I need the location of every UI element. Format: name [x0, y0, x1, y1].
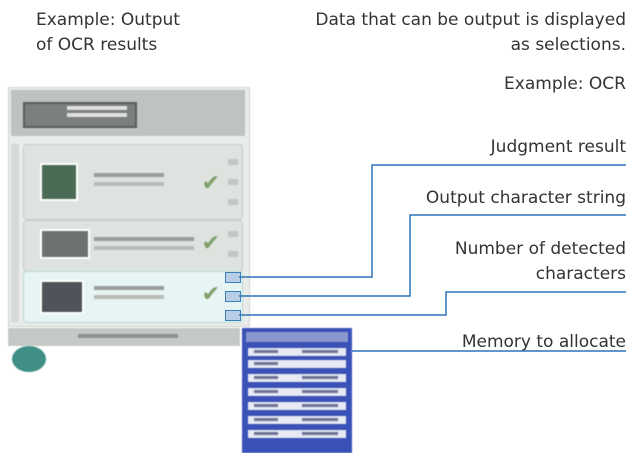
- row-option[interactable]: [228, 179, 238, 185]
- tool-thumbnail: [40, 229, 90, 259]
- tool-text-placeholder: [94, 237, 194, 241]
- run-button[interactable]: [12, 346, 46, 372]
- memory-list-item[interactable]: [248, 416, 346, 424]
- example-ocr-label: Example: OCR: [504, 74, 626, 94]
- memory-list-item[interactable]: [248, 388, 346, 396]
- description-text: Data that can be output is displayed as …: [315, 10, 626, 55]
- panel-side-tab: [11, 144, 19, 322]
- row-option[interactable]: [228, 231, 238, 237]
- panel-header: [11, 90, 245, 136]
- memory-list-item[interactable]: [248, 430, 346, 438]
- memory-list-item[interactable]: [248, 402, 346, 410]
- header-text-placeholder: [67, 106, 127, 110]
- tool-thumbnail: [40, 163, 78, 201]
- tool-text-placeholder: [94, 173, 164, 177]
- memory-list-header: [246, 332, 348, 342]
- footer-text-placeholder: [78, 334, 178, 338]
- memory-label: Memory to allocate: [461, 332, 626, 352]
- output-string-selection[interactable]: [225, 291, 241, 302]
- tool-row[interactable]: ✔: [23, 144, 243, 220]
- memory-list-panel: [242, 328, 352, 453]
- memory-list-item[interactable]: [248, 374, 346, 382]
- judgment-result-label: Judgment result: [490, 137, 626, 157]
- detected-count-connector: [239, 291, 626, 316]
- output-string-label: Output character string: [425, 188, 626, 208]
- detected-count-label: Number of detected characters: [454, 239, 626, 284]
- ocr-tool-panel: ✔ ✔ ✔: [8, 87, 250, 327]
- check-icon: ✔: [201, 231, 220, 256]
- panel-footer-bar: [8, 328, 240, 346]
- tool-row[interactable]: ✔: [23, 220, 243, 272]
- example-caption: Example: Output of OCR results: [36, 10, 180, 55]
- row-option[interactable]: [228, 159, 238, 165]
- ocr-thumbnail: [40, 280, 84, 314]
- memory-list-item[interactable]: [248, 360, 346, 368]
- check-icon: ✔: [201, 171, 220, 196]
- ocr-tool-row[interactable]: ✔: [23, 271, 243, 323]
- tool-text-placeholder: [94, 286, 164, 290]
- memory-list-item[interactable]: [248, 348, 346, 356]
- check-icon: ✔: [201, 282, 220, 307]
- row-option[interactable]: [228, 251, 238, 257]
- judgment-result-selection[interactable]: [225, 272, 241, 283]
- detected-count-selection[interactable]: [225, 310, 241, 321]
- row-option[interactable]: [228, 199, 238, 205]
